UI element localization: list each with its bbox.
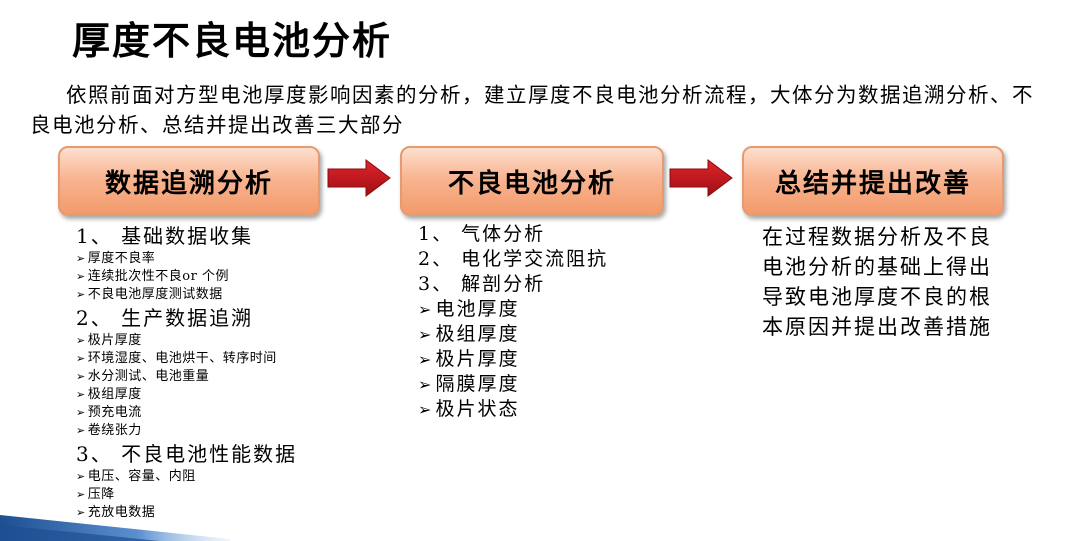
bullet-arrow-icon: ➢ xyxy=(76,352,86,365)
list-item: ➢极片厚度 xyxy=(418,348,520,370)
list-item: ➢电压、容量、内阻 xyxy=(76,469,196,484)
section-heading: 2、 电化学交流阻抗 xyxy=(418,248,609,270)
summary-text: 在过程数据分析及不良电池分析的基础上得出导致电池厚度不良的根本原因并提出改善措施 xyxy=(762,225,992,339)
bullet-arrow-icon: ➢ xyxy=(76,406,86,419)
bullet-arrow-icon: ➢ xyxy=(76,488,86,501)
bullet-arrow-icon: ➢ xyxy=(76,334,86,347)
section-heading: 3、 解剖分析 xyxy=(418,273,546,295)
step-bad-cell-box: 不良电池分析 xyxy=(400,146,664,216)
list-item: ➢厚度不良率 xyxy=(76,251,156,266)
summary-column: 在过程数据分析及不良电池分析的基础上得出导致电池厚度不良的根本原因并提出改善措施 xyxy=(762,222,992,342)
bullet-arrow-icon: ➢ xyxy=(418,350,434,369)
list-item: ➢极组厚度 xyxy=(418,323,520,345)
section-heading: 1、 气体分析 xyxy=(418,223,546,245)
list-item: ➢卷绕张力 xyxy=(76,423,142,438)
list-item: ➢预充电流 xyxy=(76,405,142,420)
bullet-arrow-icon: ➢ xyxy=(76,370,86,383)
step-bad-cell-label: 不良电池分析 xyxy=(447,168,616,199)
bullet-arrow-icon: ➢ xyxy=(76,288,86,301)
right-arrow-icon xyxy=(669,159,733,197)
list-item: ➢压降 xyxy=(76,487,115,502)
list-item: ➢极片状态 xyxy=(418,398,520,420)
bullet-arrow-icon: ➢ xyxy=(418,300,434,319)
list-item: ➢环境湿度、电池烘干、转序时间 xyxy=(76,351,277,366)
list-item: ➢充放电数据 xyxy=(76,505,156,520)
bullet-arrow-icon: ➢ xyxy=(76,252,86,265)
list-item: ➢隔膜厚度 xyxy=(418,373,520,395)
bullet-arrow-icon: ➢ xyxy=(76,388,86,401)
step-summary-label: 总结并提出改善 xyxy=(774,168,971,199)
bullet-arrow-icon: ➢ xyxy=(76,506,86,519)
section-heading: 2、 生产数据追溯 xyxy=(76,306,254,330)
right-arrow-icon xyxy=(327,159,391,197)
bullet-arrow-icon: ➢ xyxy=(76,424,86,437)
corner-decoration xyxy=(0,515,230,541)
bullet-arrow-icon: ➢ xyxy=(418,325,434,344)
bullet-arrow-icon: ➢ xyxy=(76,470,86,483)
step-data-trace-label: 数据追溯分析 xyxy=(104,168,273,199)
list-item: ➢极片厚度 xyxy=(76,333,142,348)
list-item: ➢极组厚度 xyxy=(76,387,142,402)
step-data-trace-box: 数据追溯分析 xyxy=(58,146,320,216)
list-item: ➢电池厚度 xyxy=(418,298,520,320)
step-summary-box: 总结并提出改善 xyxy=(742,146,1004,216)
section-heading: 1、 基础数据收集 xyxy=(76,224,254,248)
section-heading: 3、 不良电池性能数据 xyxy=(76,442,298,466)
list-item: ➢不良电池厚度测试数据 xyxy=(76,287,223,302)
data-trace-column: 1、 基础数据收集 ➢厚度不良率 ➢连续批次性不良or 个例 ➢不良电池厚度测试… xyxy=(76,222,297,522)
intro-paragraph: 依照前面对方型电池厚度影响因素的分析，建立厚度不良电池分析流程，大体分为数据追溯… xyxy=(30,83,1034,137)
bullet-arrow-icon: ➢ xyxy=(418,400,434,419)
bad-cell-column: 1、 气体分析 2、 电化学交流阻抗 3、 解剖分析 ➢电池厚度 ➢极组厚度 ➢… xyxy=(418,222,608,422)
list-item: ➢连续批次性不良or 个例 xyxy=(76,269,229,284)
page-title: 厚度不良电池分析 xyxy=(72,19,393,63)
bullet-arrow-icon: ➢ xyxy=(418,375,434,394)
list-item: ➢水分测试、电池重量 xyxy=(76,369,210,384)
bullet-arrow-icon: ➢ xyxy=(76,270,86,283)
